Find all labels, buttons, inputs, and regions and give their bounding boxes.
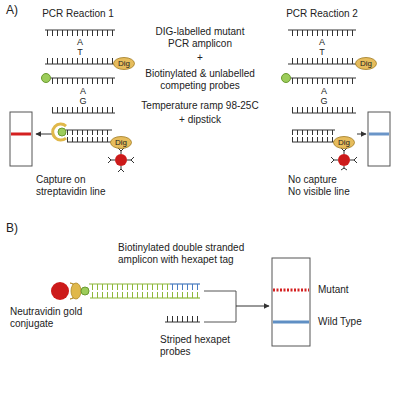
biotin-label <box>282 74 291 83</box>
hexapet-probe <box>165 322 200 323</box>
bracket <box>204 291 236 322</box>
text-label: PCR Reaction 2 <box>286 8 358 20</box>
biotin-label <box>81 287 89 295</box>
dig-label: Dig <box>333 136 355 149</box>
text-label: A <box>77 37 83 47</box>
gold-conjugate <box>338 154 350 166</box>
dig-label: Dig <box>113 57 135 70</box>
text-label: DIG-labelled mutant PCR amplicon <box>156 26 245 49</box>
probe-bases <box>292 130 335 135</box>
oval-shape <box>334 137 355 149</box>
text-label: Biotinylated & unlabelled competing prob… <box>145 68 255 91</box>
text-label: Biotinylated double stranded amplicon wi… <box>118 242 244 265</box>
probe-bases <box>52 107 115 113</box>
dna-bases <box>288 58 356 64</box>
flow-arrow <box>236 306 269 307</box>
dna-bases <box>170 292 200 298</box>
dna-bases <box>288 30 356 36</box>
text-label: A <box>321 86 327 96</box>
capture-line <box>11 133 31 136</box>
biotin-label <box>42 74 51 83</box>
node-text: Dig <box>110 136 132 149</box>
text-label: T <box>77 47 83 57</box>
gold-particle <box>51 282 69 300</box>
text-label: Mutant <box>318 284 349 296</box>
dna-bases <box>90 284 170 290</box>
text-label: G <box>320 96 327 106</box>
dipstick <box>272 258 310 346</box>
text-label: Neutravidin gold conjugate <box>10 306 82 329</box>
oval-shape <box>111 137 132 149</box>
mutant-line <box>273 289 309 292</box>
text-label: Striped hexapet probes <box>160 334 230 357</box>
text-label: Wild Type <box>318 316 362 328</box>
dna-backbone <box>292 142 335 143</box>
text-label: No capture No visible line <box>288 174 350 197</box>
control-line <box>369 133 389 136</box>
text-label: A) <box>6 4 18 18</box>
anti-dig-antibody <box>108 148 134 172</box>
text-label: Temperature ramp 98-25C <box>141 100 258 112</box>
node-text: Dig <box>113 57 135 70</box>
node-text: Dig <box>355 57 377 70</box>
dna-backbone <box>170 297 200 298</box>
dna-backbone <box>67 142 112 143</box>
dna-bases <box>45 58 115 64</box>
dna-bases <box>90 292 170 298</box>
gold-conjugate <box>115 154 127 166</box>
text-label: A <box>319 37 325 47</box>
probe-backbone <box>292 113 356 114</box>
oval-shape <box>114 58 135 70</box>
text-label: + <box>197 52 203 64</box>
wild-type-line <box>273 321 309 324</box>
text-label: T <box>319 47 325 57</box>
biotin-label <box>58 128 66 136</box>
dna-backbone <box>288 64 356 65</box>
hexapet-probe <box>165 316 200 322</box>
text-label: Capture on streptavidin line <box>36 174 105 197</box>
dipstick <box>368 112 390 166</box>
text-label: A <box>80 86 86 96</box>
streptavidin <box>53 124 66 140</box>
probe-bases <box>67 130 112 135</box>
text-label: B) <box>6 222 18 236</box>
dna-bases <box>45 30 115 36</box>
dna-bases <box>292 137 335 142</box>
flow-arrow <box>357 134 366 135</box>
probe-bases <box>292 78 356 84</box>
neutravidin <box>71 283 81 299</box>
text-label: G <box>79 96 86 106</box>
dna-backbone <box>90 297 170 298</box>
probe-backbone <box>52 113 115 114</box>
dna-bases <box>67 137 112 142</box>
node-text: Dig <box>333 136 355 149</box>
dipstick <box>10 112 32 166</box>
dna-backbone <box>45 64 115 65</box>
probe-bases <box>52 78 115 84</box>
oval-shape <box>356 58 377 70</box>
text-label: + dipstick <box>179 114 221 126</box>
flow-arrow <box>36 134 52 135</box>
hexapet-tag <box>170 284 200 290</box>
dig-label: Dig <box>110 136 132 149</box>
text-label: PCR Reaction 1 <box>42 8 114 20</box>
anti-dig-antibody <box>331 148 357 170</box>
probe-bases <box>292 107 356 113</box>
dig-label: Dig <box>355 57 377 70</box>
